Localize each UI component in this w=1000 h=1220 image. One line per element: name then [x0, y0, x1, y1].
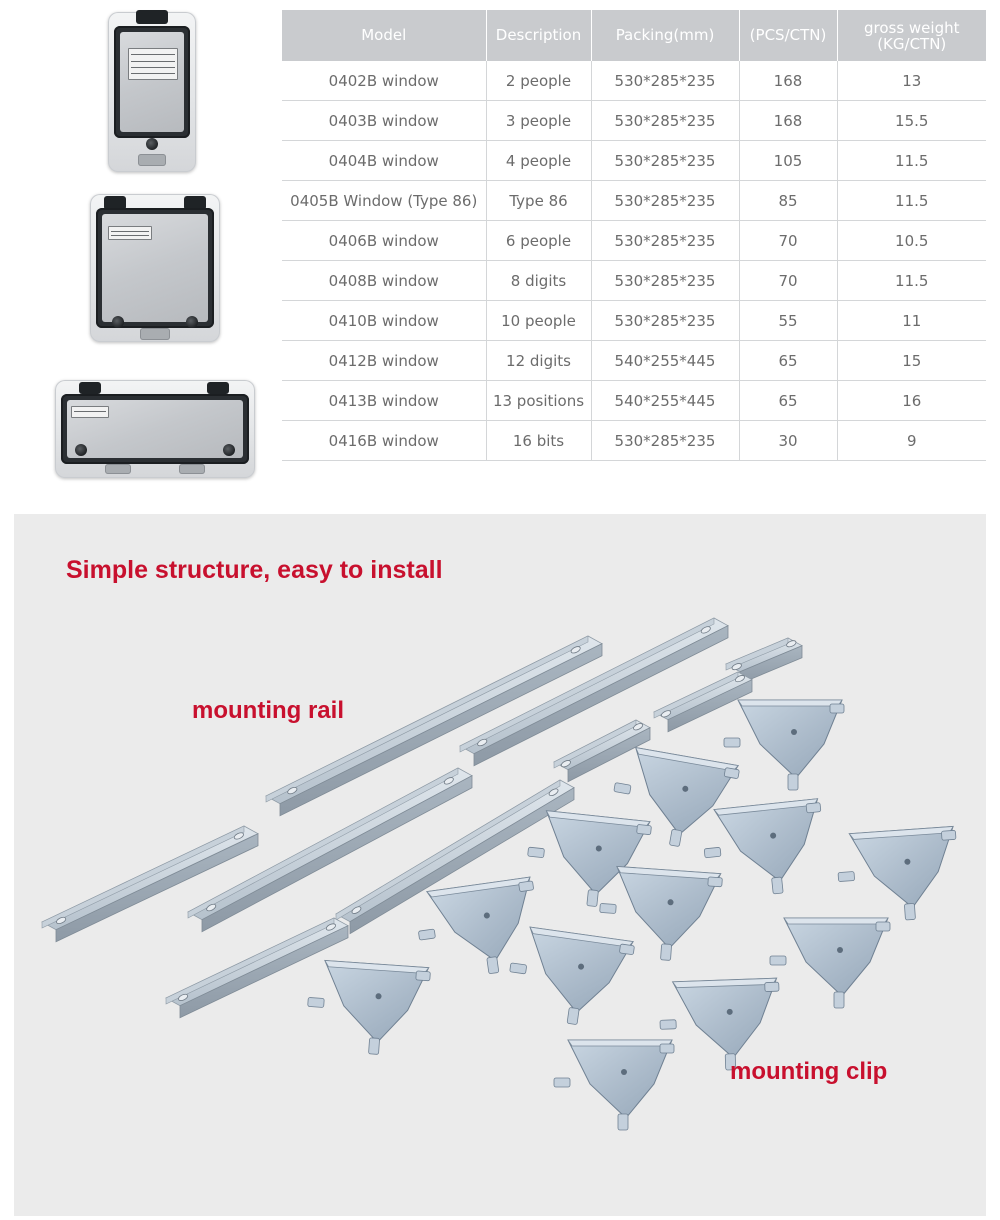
cell-model: 0413B window: [282, 380, 487, 421]
mounting-clip-part: [613, 746, 740, 847]
cell-pcs-ctn: 65: [739, 380, 838, 421]
mounting-clip-part: [553, 1039, 675, 1131]
table-header-row: Model Description Packing(mm) (PCS/CTN) …: [282, 10, 986, 61]
cell-gross-weight: 15: [837, 340, 986, 381]
column-header-packing: Packing(mm): [591, 10, 740, 61]
mounting-rail-part: [265, 635, 603, 817]
cell-description: 4 people: [486, 140, 592, 181]
mounting-rail-part: [459, 617, 729, 767]
mounting-clip-part: [659, 977, 780, 1071]
cell-packing: 540*255*445: [591, 340, 740, 381]
cell-gross-weight: 15.5: [837, 100, 986, 141]
cell-packing: 530*285*235: [591, 61, 740, 101]
cell-pcs-ctn: 70: [739, 220, 838, 261]
window-photo-small: [108, 10, 196, 172]
mounting-clip-part: [837, 825, 957, 921]
column-header-model: Model: [282, 10, 487, 61]
cell-packing: 540*255*445: [591, 380, 740, 421]
cell-gross-weight: 11.5: [837, 260, 986, 301]
cell-description: 2 people: [486, 61, 592, 101]
cell-pcs-ctn: 168: [739, 61, 838, 101]
mounting-clip-part: [418, 876, 534, 974]
cell-gross-weight: 13: [837, 61, 986, 101]
mounting-clip-part: [509, 926, 635, 1025]
cell-pcs-ctn: 168: [739, 100, 838, 141]
mounting-rail-part: [725, 637, 803, 685]
gross-weight-line-2: (KG/CTN): [877, 34, 947, 53]
cell-model: 0404B window: [282, 140, 487, 181]
cell-gross-weight: 11.5: [837, 140, 986, 181]
cell-description: 16 bits: [486, 420, 592, 461]
cell-description: 12 digits: [486, 340, 592, 381]
spec-table: Model Description Packing(mm) (PCS/CTN) …: [282, 10, 986, 461]
cell-description: 8 digits: [486, 260, 592, 301]
cell-model: 0402B window: [282, 61, 487, 101]
install-title: Simple structure, easy to install: [66, 556, 443, 584]
mounting-rail-part: [41, 825, 259, 943]
mounting-clip-label: mounting clip: [730, 1058, 888, 1085]
cell-packing: 530*285*235: [591, 300, 740, 341]
mounting-rail-part: [653, 671, 753, 733]
cell-pcs-ctn: 105: [739, 140, 838, 181]
cell-packing: 530*285*235: [591, 100, 740, 141]
install-panel: Simple structure, easy to install mounti…: [14, 514, 986, 1216]
cell-description: Type 86: [486, 180, 592, 221]
cell-gross-weight: 16: [837, 380, 986, 421]
mounting-clip-part: [703, 798, 822, 895]
cell-model: 0406B window: [282, 220, 487, 261]
mounting-clip-part: [307, 959, 431, 1055]
window-photo-wide: [55, 380, 255, 478]
cell-gross-weight: 10.5: [837, 220, 986, 261]
cell-description: 10 people: [486, 300, 592, 341]
cell-pcs-ctn: 55: [739, 300, 838, 341]
cell-gross-weight: 9: [837, 420, 986, 461]
cell-pcs-ctn: 85: [739, 180, 838, 221]
cell-gross-weight: 11: [837, 300, 986, 341]
mounting-clip-part: [527, 810, 652, 907]
cell-model: 0408B window: [282, 260, 487, 301]
rails-and-clips-illustration: [41, 617, 957, 1131]
mounting-rail-part: [335, 779, 575, 935]
column-header-gross-weight: gross weight (KG/CTN): [837, 10, 986, 61]
cell-model: 0416B window: [282, 420, 487, 461]
mounting-rail-part: [187, 767, 473, 933]
cell-packing: 530*285*235: [591, 260, 740, 301]
cell-description: 3 people: [486, 100, 592, 141]
cell-model: 0412B window: [282, 340, 487, 381]
cell-model: 0405B Window (Type 86): [282, 180, 487, 221]
cell-packing: 530*285*235: [591, 220, 740, 261]
mounting-rail-part: [165, 917, 349, 1019]
cell-packing: 530*285*235: [591, 140, 740, 181]
mounting-clip-part: [599, 865, 723, 961]
cell-description: 13 positions: [486, 380, 592, 421]
cell-pcs-ctn: 65: [739, 340, 838, 381]
window-photo-medium: [90, 194, 220, 342]
cell-packing: 530*285*235: [591, 180, 740, 221]
cell-packing: 530*285*235: [591, 420, 740, 461]
cell-pcs-ctn: 70: [739, 260, 838, 301]
cell-pcs-ctn: 30: [739, 420, 838, 461]
cell-gross-weight: 11.5: [837, 180, 986, 221]
mounting-rail-part: [553, 719, 651, 783]
cell-model: 0403B window: [282, 100, 487, 141]
gross-weight-line-1: gross weight: [863, 18, 960, 37]
column-header-pcs-ctn: (PCS/CTN): [739, 10, 838, 61]
column-header-description: Description: [486, 10, 592, 61]
mounting-rail-label: mounting rail: [192, 697, 344, 724]
mounting-clip-part: [723, 699, 845, 791]
cell-model: 0410B window: [282, 300, 487, 341]
cell-description: 6 people: [486, 220, 592, 261]
mounting-clip-part: [769, 917, 891, 1009]
